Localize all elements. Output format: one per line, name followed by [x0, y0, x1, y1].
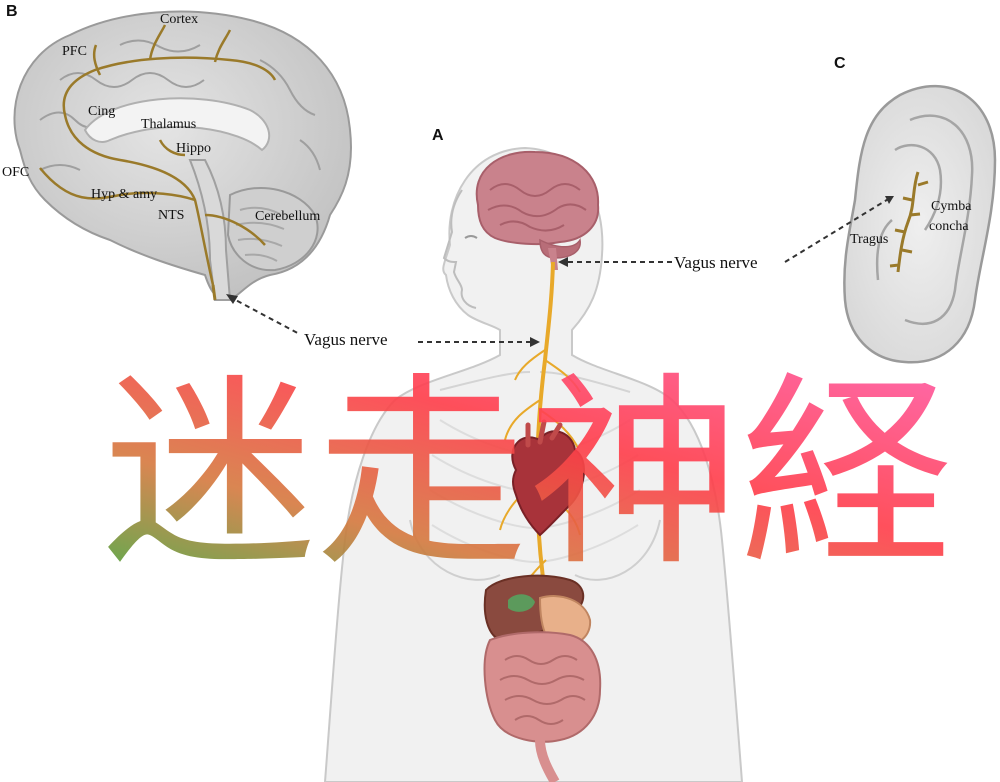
label-cortex: Cortex [160, 12, 198, 27]
label-cymba: Cymba [931, 199, 972, 214]
panel-c-letter: C [834, 55, 846, 72]
nerve-label-right-bg [672, 252, 784, 274]
face-profile [442, 189, 477, 309]
panel-a-body: A [323, 127, 744, 782]
vagus-nerve-brain [211, 284, 217, 301]
label-cing: Cing [88, 104, 115, 119]
chest-contour [409, 519, 661, 581]
connector-arrowheads [226, 196, 894, 347]
digestive-organs [483, 574, 592, 648]
nerve-label-left-bg [300, 328, 418, 350]
clavicles [439, 371, 631, 393]
panel-a-letter: A [432, 127, 444, 144]
label-thalamus: Thalamus [141, 117, 196, 132]
intestines [483, 631, 602, 782]
connector-right-to-ear [784, 197, 891, 263]
label-tragus: Tragus [850, 232, 888, 247]
label-ofc: OFC [2, 165, 29, 180]
connector-left-to-brainstem [229, 296, 306, 338]
panel-b-letter: B [6, 3, 18, 20]
nerve-connectors [229, 197, 891, 343]
nerve-label-right: Vagus nerve [674, 253, 758, 272]
eye [464, 235, 478, 239]
label-concha: concha [929, 219, 969, 234]
ear-helix [875, 114, 974, 325]
label-pfc: PFC [62, 44, 87, 59]
overlay-title: 迷走神経 [103, 356, 953, 594]
label-cerebellum: Cerebellum [255, 209, 320, 224]
ear-outline [843, 85, 997, 364]
panel-c-ear: C Cymba concha Tragus [834, 55, 997, 364]
brain-pathways [39, 24, 277, 286]
brain-gyri [39, 39, 321, 171]
vagus-nerve-branches [499, 349, 581, 606]
brainstem [188, 159, 232, 301]
cerebellum-shape [226, 187, 319, 272]
corpus-callosum [83, 97, 271, 152]
vagus-nerve-trunk [534, 261, 555, 601]
ear-nerve [889, 171, 929, 273]
label-nts: NTS [158, 208, 184, 223]
nerve-label-left: Vagus nerve [304, 330, 388, 349]
head-brain [475, 150, 600, 270]
heart [511, 419, 586, 537]
panel-b-brain: B Cortex PFC Cing Thalamus Hippo OFC Hyp… [2, 3, 352, 302]
label-hippo: Hippo [176, 141, 211, 156]
label-hyp-amy: Hyp & amy [91, 187, 157, 202]
